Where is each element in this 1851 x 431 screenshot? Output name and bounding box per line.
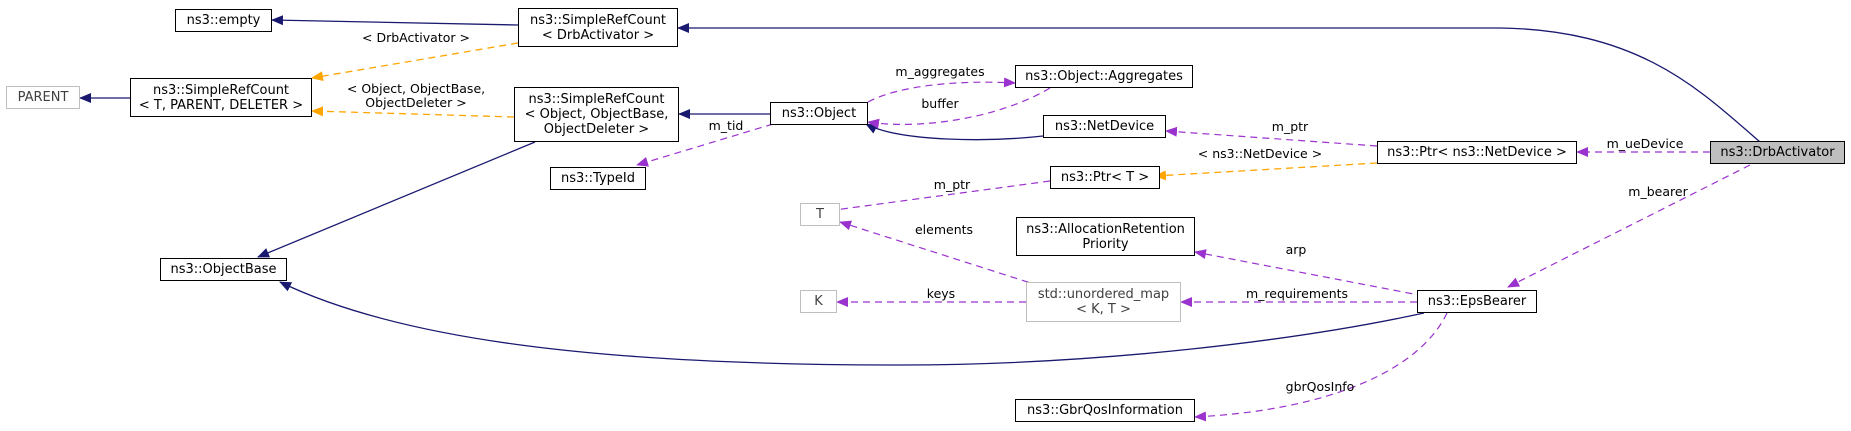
node-object-line-0: ns3::Object (781, 106, 857, 121)
edge-t-umap (839, 220, 1041, 287)
node-umap-line-0: std::unordered_map (1037, 287, 1170, 302)
node-gbrqosinformation[interactable]: ns3::GbrQosInformation (1015, 399, 1195, 422)
edge-label-arp: arp (1285, 242, 1307, 257)
edge-label-m-tid: m_tid (708, 118, 744, 133)
node-empty-line-0: ns3::empty (186, 13, 261, 28)
node-ptr_t-line-0: ns3::Ptr< T > (1060, 170, 1150, 185)
node-src_drb-line-0: ns3::SimpleRefCount (529, 12, 667, 28)
node-src_object-line-2: ObjectDeleter > (543, 122, 650, 137)
edge-epsbearer-drb (1507, 164, 1751, 288)
edge-src_generic-src_drb (311, 42, 519, 82)
node-k-line-0: K (814, 294, 823, 309)
edge-label-drbactivator-template: < DrbActivator > (362, 30, 470, 45)
edge-object-aggregates (867, 87, 1051, 129)
node-src_drb-line-1: < DrbActivator > (541, 27, 655, 43)
edge-label-m-ptr-netdevice: m_ptr (1271, 119, 1309, 134)
node-gbr-line-0: ns3::GbrQosInformation (1027, 403, 1183, 418)
edge-label-object-template: < Object, ObjectBase, ObjectDeleter > (346, 81, 486, 110)
node-objectbase-line-0: ns3::ObjectBase (170, 262, 277, 277)
node-unordered-map[interactable]: std::unordered_map < K, T > (1026, 282, 1181, 322)
node-arp-line-0: ns3::AllocationRetention (1026, 221, 1185, 237)
edge-label-elements: elements (914, 222, 974, 237)
edge-gbr-epsbearer (1194, 312, 1448, 422)
node-src_object-line-1: < Object, ObjectBase, (524, 107, 669, 122)
edge-label-gbrqosinfo: gbrQosInfo (1285, 379, 1355, 394)
node-ptr-t[interactable]: ns3::Ptr< T > (1050, 166, 1160, 189)
edge-arp-epsbearer (1194, 249, 1425, 297)
node-t[interactable]: T (800, 203, 840, 226)
node-src_object-line-0: ns3::SimpleRefCount (528, 92, 665, 107)
node-object-aggregates[interactable]: ns3::Object::Aggregates (1015, 65, 1193, 88)
edge-label-m-uedevice: m_ueDevice (1606, 136, 1684, 151)
edge-objectbase-epsbearer (279, 281, 1425, 366)
node-objectbase[interactable]: ns3::ObjectBase (160, 258, 287, 281)
edge-src_generic-src_object (311, 106, 515, 118)
edge-label-m-aggregates: m_aggregates (895, 64, 985, 79)
edge-ptr_t-ptr_nd (1154, 162, 1378, 181)
node-t-line-0: T (816, 207, 824, 222)
node-typeid-line-0: ns3::TypeId (561, 171, 635, 186)
node-k[interactable]: K (800, 290, 837, 313)
node-allocation-retention-priority[interactable]: ns3::AllocationRetention Priority (1016, 217, 1195, 256)
edge-label-m-bearer: m_bearer (1628, 184, 1688, 199)
node-object[interactable]: ns3::Object (770, 102, 868, 125)
edge-label-buffer: buffer (921, 96, 959, 111)
node-src_generic-line-1: < T, PARENT, DELETER > (138, 97, 304, 113)
edge-label-m-ptr-t: m_ptr (933, 177, 971, 192)
node-netdevice[interactable]: ns3::NetDevice (1043, 115, 1166, 138)
node-parent[interactable]: PARENT (6, 86, 80, 109)
node-simplerefcount-generic[interactable]: ns3::SimpleRefCount < T, PARENT, DELETER… (130, 78, 312, 117)
edge-label-netdevice-template: < ns3::NetDevice > (1197, 146, 1323, 161)
edge-label-m-requirements: m_requirements (1245, 286, 1349, 301)
node-epsbearer[interactable]: ns3::EpsBearer (1417, 290, 1537, 313)
edge-objectbase-src_object (257, 141, 536, 258)
node-umap-line-1: < K, T > (1076, 302, 1131, 317)
edge-aggregates-object (867, 77, 1016, 103)
node-aggregates-line-0: ns3::Object::Aggregates (1025, 69, 1183, 84)
node-src_generic-line-0: ns3::SimpleRefCount (152, 82, 290, 98)
edge-object-netdevice (865, 123, 1044, 141)
node-drb-line-0: ns3::DrbActivator (1720, 145, 1835, 160)
node-simplerefcount-object[interactable]: ns3::SimpleRefCount < Object, ObjectBase… (514, 87, 679, 142)
node-arp-line-1: Priority (1082, 236, 1129, 252)
edge-src_drb-empty (271, 15, 519, 26)
node-drbactivator[interactable]: ns3::DrbActivator (1710, 141, 1845, 164)
edge-t-ptr_t (819, 180, 1051, 216)
node-ptr-netdevice[interactable]: ns3::Ptr< ns3::NetDevice > (1377, 141, 1577, 164)
node-parent-line-0: PARENT (17, 90, 69, 105)
node-typeid[interactable]: ns3::TypeId (550, 167, 646, 190)
node-epsbearer-line-0: ns3::EpsBearer (1427, 294, 1527, 309)
node-simplerefcount-drbactivator[interactable]: ns3::SimpleRefCount < DrbActivator > (518, 8, 678, 47)
node-empty[interactable]: ns3::empty (175, 9, 272, 32)
edge-label-keys: keys (926, 286, 956, 301)
node-netdevice-line-0: ns3::NetDevice (1054, 119, 1155, 134)
edge-drb-src_drb (677, 23, 1761, 143)
node-ptr_nd-line-0: ns3::Ptr< ns3::NetDevice > (1387, 145, 1567, 160)
